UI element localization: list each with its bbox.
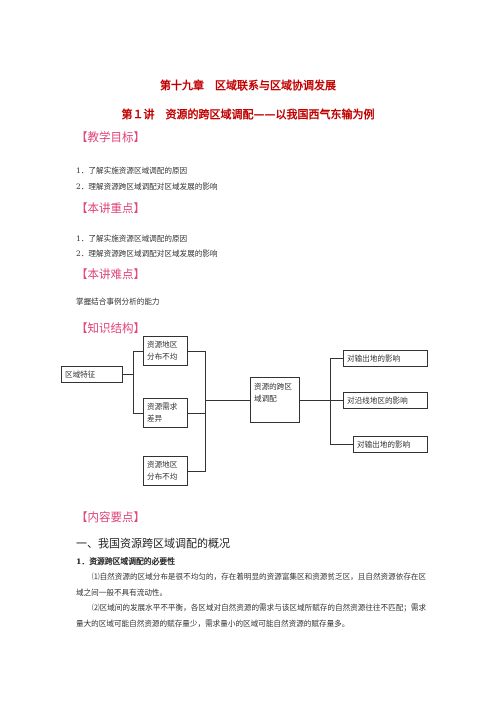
difficulty-text: 掌握结合事例分析的能力 (76, 297, 160, 306)
connector-line (330, 444, 353, 445)
connector-line (133, 413, 143, 414)
key-point-item-2: 2．理解资源跨区域调配对区域发展的影响 (76, 249, 218, 258)
content-paragraph-1: ⑴自然资源的区域分布是很不均匀的，存在着明显的资源富集区和资源贫乏区，且自然资源… (76, 572, 427, 597)
connector-line (133, 351, 134, 413)
section-heading-difficulties: 【本讲难点】 (76, 267, 145, 281)
connector-line (330, 358, 331, 445)
connector-line (123, 374, 133, 375)
goal-item-2: 2．理解资源跨区域调配对区域发展的影响 (76, 182, 218, 191)
diagram-node-right-bottom: 对输出地的影响 (353, 436, 428, 453)
connector-line (205, 400, 250, 401)
section-heading-goals: 【教学目标】 (76, 130, 145, 144)
connector-line (133, 351, 143, 352)
connector-line (188, 471, 205, 472)
connector-line (188, 413, 205, 414)
connector-line (330, 400, 343, 401)
chapter-title: 第十九章 区域联系与区域协调发展 (160, 79, 336, 92)
section-heading-key-points: 【本讲重点】 (76, 201, 145, 215)
lecture-title: 第１讲 资源的跨区域调配——以我国西气东输为例 (121, 108, 375, 121)
diagram-node-center: 资源的跨区域调配 (250, 377, 300, 423)
diagram-node-right-middle: 对沿线地区的影响 (343, 392, 428, 409)
goal-item-1: 1．了解实施资源区域调配的原因 (76, 166, 188, 175)
diagram-node-mid-top: 资源地区分布不均 (143, 336, 188, 366)
section-heading-structure: 【知识结构】 (76, 321, 145, 335)
key-point-item-1: 1．了解实施资源区域调配的原因 (76, 234, 188, 243)
connector-line (205, 351, 206, 472)
diagram-node-right-top: 对输出地的影响 (343, 350, 428, 367)
connector-line (330, 358, 343, 359)
content-point-title: 1．资源跨区域调配的必要性 (76, 557, 175, 566)
connector-line (188, 351, 205, 352)
diagram-node-mid-middle: 资源需求差异 (143, 398, 188, 428)
diagram-node-mid-bottom: 资源地区分布不均 (143, 456, 188, 486)
diagram-node-root: 区域特征 (61, 366, 123, 383)
section-heading-content: 【内容要点】 (76, 510, 145, 524)
content-paragraph-2: ⑵区域间的发展水平不平衡，各区域对自然资源的需求与该区域所赋存的自然资源往往不匹… (76, 603, 427, 628)
connector-line (300, 400, 330, 401)
content-subheading: 一、我国资源跨区域调配的概况 (76, 537, 230, 550)
